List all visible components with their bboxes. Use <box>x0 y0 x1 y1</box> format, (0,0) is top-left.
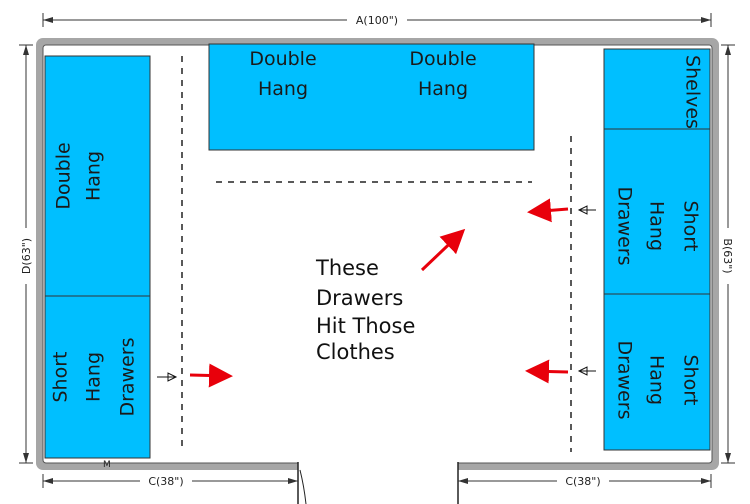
dimension-bottom-left-label: C(38") <box>148 475 183 488</box>
right-bottom-label-line3: Drawers <box>614 340 636 419</box>
door-opening <box>298 462 458 472</box>
dimension-bottom-right: C(38") <box>458 473 712 489</box>
left-lower-label-line2: Hang <box>83 352 105 402</box>
left-short-hang-drawers-unit: Short Hang Drawers <box>44 295 151 459</box>
right-top-label: Shelves <box>682 55 704 129</box>
dimension-bottom-left: C(38") <box>42 473 298 489</box>
top-left-label-line2: Hang <box>258 78 308 100</box>
right-middle-label-line3: Drawers <box>614 186 636 265</box>
dimension-right: B(63") <box>720 44 736 464</box>
red-arrow-right-middle <box>527 198 569 223</box>
left-lower-label-line3: Drawers <box>117 337 139 416</box>
right-middle-short-hang-drawers-unit: Short Hang Drawers <box>603 128 711 295</box>
door-swing-arc <box>299 469 307 504</box>
dimension-bottom-right-label: C(38") <box>565 475 600 488</box>
right-bottom-label-line1: Short <box>680 355 702 406</box>
dimension-right-label: B(63") <box>721 238 734 273</box>
top-left-label-line1: Double <box>249 48 316 70</box>
red-arrow-center-diagonal <box>420 228 466 272</box>
right-bottom-label-line2: Hang <box>646 355 668 405</box>
right-middle-label-line1: Short <box>680 201 702 252</box>
annotation-note: These Drawers Hit Those Clothes <box>315 256 415 364</box>
top-right-label-line1: Double <box>409 48 476 70</box>
annotation-line2: Drawers <box>316 286 403 310</box>
annotation-line3: Hit Those <box>316 314 415 338</box>
wall-marker: M <box>103 460 111 470</box>
right-shelves-unit: Shelves <box>603 48 711 130</box>
left-upper-label-line2: Hang <box>83 151 105 201</box>
pointer-left-lower <box>157 372 178 382</box>
left-lower-label-line1: Short <box>50 352 72 403</box>
pointer-right-middle <box>577 205 596 215</box>
pointer-right-bottom <box>577 366 596 376</box>
annotation-line1: These <box>315 256 379 280</box>
top-double-hang-unit: Double Hang Double Hang <box>208 43 535 151</box>
right-bottom-short-hang-drawers-unit: Short Hang Drawers <box>603 293 711 451</box>
red-arrow-left-lower <box>189 363 233 388</box>
red-arrow-right-bottom <box>525 359 569 384</box>
dimension-left: D(63") <box>18 44 34 464</box>
dimension-left-label: D(63") <box>20 238 33 274</box>
left-double-hang-unit: Double Hang <box>44 55 151 297</box>
dimension-top-label: A(100") <box>356 14 398 27</box>
left-upper-label-line1: Double <box>53 142 75 209</box>
top-right-label-line2: Hang <box>418 78 468 100</box>
dimension-top: A(100") <box>42 12 712 28</box>
right-middle-label-line2: Hang <box>646 201 668 251</box>
annotation-line4: Clothes <box>316 340 395 364</box>
